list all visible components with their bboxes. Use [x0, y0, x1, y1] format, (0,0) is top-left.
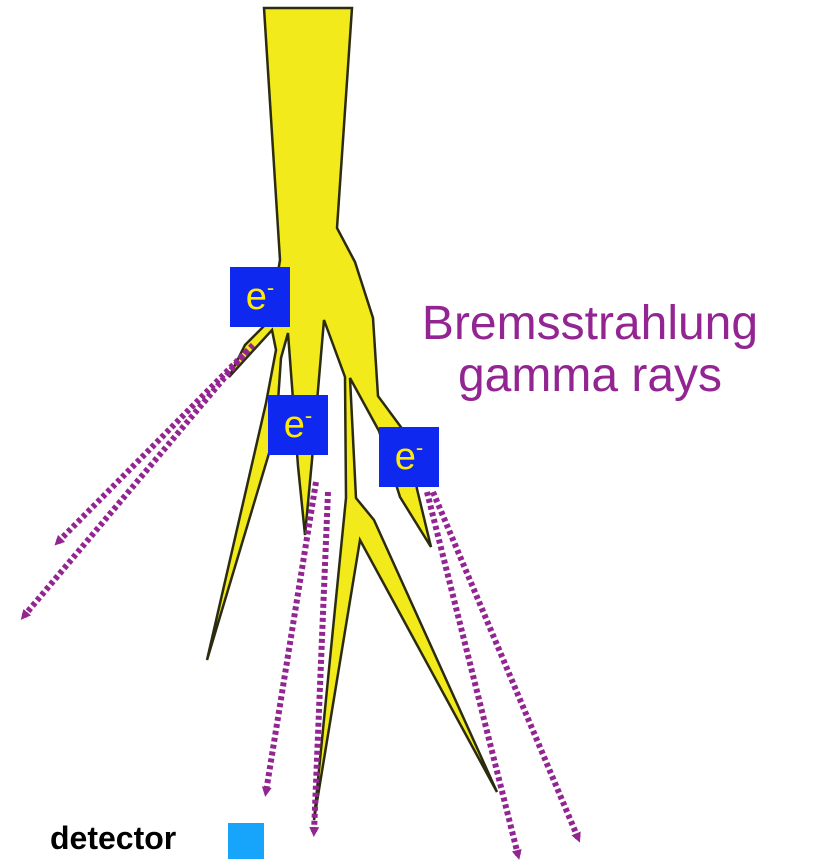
- photon-arrow: [266, 482, 316, 792]
- photon-arrow: [433, 492, 578, 838]
- electron-charge: -: [305, 403, 312, 428]
- electron-box: e-: [268, 395, 328, 455]
- photon-arrow: [24, 351, 247, 616]
- electron-box: e-: [379, 427, 439, 487]
- detector-label: detector: [50, 820, 176, 856]
- label-line-1: Bremsstrahlung: [380, 298, 800, 350]
- detector-square: [228, 823, 264, 859]
- electron-charge: -: [416, 435, 423, 460]
- electron-box: e-: [230, 267, 290, 327]
- photon-arrow: [58, 345, 253, 542]
- electron-symbol: e: [395, 436, 416, 478]
- bremsstrahlung-label: Bremsstrahlung gamma rays: [380, 298, 800, 402]
- electron-symbol: e: [246, 276, 267, 318]
- particle-shower: [207, 8, 497, 820]
- label-line-2: gamma rays: [380, 350, 800, 402]
- electron-symbol: e: [284, 404, 305, 446]
- electron-charge: -: [267, 275, 274, 300]
